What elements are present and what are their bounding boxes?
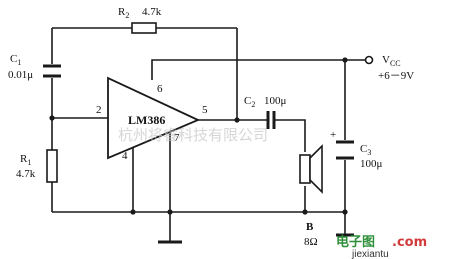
junction-dot	[342, 57, 348, 63]
pin-4-label: 4	[122, 150, 128, 162]
c2-value: 100μ	[264, 95, 287, 107]
resistor-r2: R2 4.7k	[118, 6, 162, 34]
speaker-coil	[299, 154, 311, 184]
vcc-range: +6－9V	[378, 70, 414, 82]
site-watermark-com: .com	[392, 235, 427, 250]
speaker-value: 8Ω	[304, 236, 318, 248]
junction-dot	[302, 209, 308, 215]
junction-dot	[234, 117, 240, 123]
c1-value: 0.01μ	[8, 69, 33, 81]
junctions	[49, 57, 348, 215]
junction-dot	[167, 209, 173, 215]
amplifier-triangle	[107, 76, 201, 160]
site-watermark-cn: 电子图	[336, 234, 375, 250]
company-watermark: 杭州将睿科技有限公司	[118, 126, 268, 144]
r2-value: 4.7k	[142, 6, 162, 18]
site-watermark-url: jiexiantu	[351, 249, 389, 259]
pin-7-label: 7	[174, 132, 180, 144]
r1-label: R1	[20, 153, 31, 167]
capacitor-c3: + C3 100μ	[330, 129, 383, 170]
lm386-amplifier: LM386 2 4 5 6 7	[96, 76, 208, 162]
r1-value: 4.7k	[16, 168, 36, 180]
c3-label: C3	[360, 143, 371, 157]
resistor-body	[131, 22, 157, 34]
resistor-body	[46, 149, 58, 183]
pin-6-label: 6	[157, 83, 163, 95]
c3-value: 100μ	[360, 158, 383, 170]
pin-2-label: 2	[96, 104, 102, 116]
c2-label: C2	[244, 95, 255, 109]
junction-dot	[342, 209, 348, 215]
c3-polarity: +	[330, 129, 336, 141]
site-watermark: 电子图 .com jiexiantu	[336, 234, 427, 259]
chip-label: LM386	[128, 113, 165, 127]
vcc-label: VCC	[382, 54, 401, 68]
pin-5-label: 5	[202, 104, 208, 116]
vcc-terminal: VCC +6－9V	[364, 54, 414, 82]
c1-label: C1	[10, 53, 21, 67]
junction-dot	[49, 115, 55, 121]
capacitor-c2: C2 100μ	[244, 95, 287, 129]
capacitor-c1: C1 0.01μ	[8, 53, 61, 81]
r2-label: R2	[118, 6, 129, 20]
speaker: B 8Ω	[299, 144, 323, 248]
speaker-cone	[309, 144, 323, 194]
terminal-circle	[364, 55, 374, 65]
wires	[51, 27, 366, 242]
junction-dot	[130, 209, 136, 215]
resistor-r1: R1 4.7k	[16, 149, 58, 183]
speaker-label: B	[306, 221, 314, 233]
